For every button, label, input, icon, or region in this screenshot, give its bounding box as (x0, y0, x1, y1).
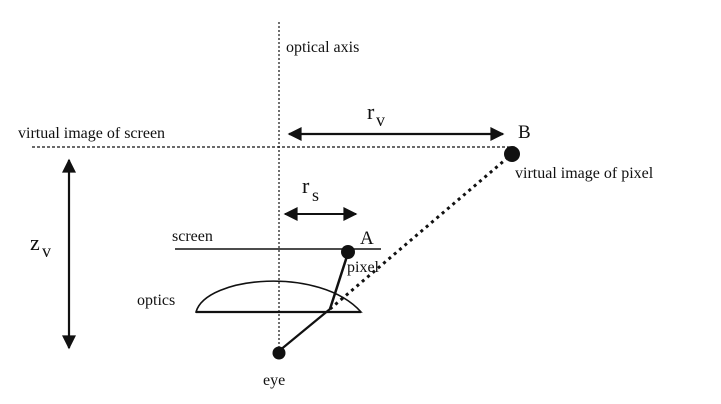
r-v-subscript: v (376, 110, 385, 130)
eye-label: eye (263, 372, 285, 389)
point-a-label: A (360, 228, 374, 249)
ray-lens-to-pixel (328, 252, 350, 310)
pixel-point-a (341, 245, 355, 259)
optics-label: optics (137, 292, 175, 309)
r-v-symbol: r (367, 99, 375, 124)
r-s-subscript: s (312, 185, 319, 205)
ray-lens-to-virtual-pixel (329, 152, 513, 311)
optical-axis-label: optical axis (286, 39, 359, 56)
screen-label: screen (172, 228, 213, 245)
point-b-label: B (518, 122, 531, 143)
optics-lens (194, 280, 363, 313)
pixel-label: pixel (347, 259, 380, 276)
z-v-subscript: v (42, 241, 51, 261)
eye-point (272, 346, 286, 360)
virtual-image-screen-label: virtual image of screen (18, 125, 165, 142)
virtual-pixel-point-b (504, 146, 520, 162)
ray-eye-to-lens (278, 308, 331, 352)
r-s-symbol: r (302, 173, 310, 198)
virtual-image-pixel-label: virtual image of pixel (515, 165, 654, 182)
z-v-symbol: z (30, 230, 40, 255)
